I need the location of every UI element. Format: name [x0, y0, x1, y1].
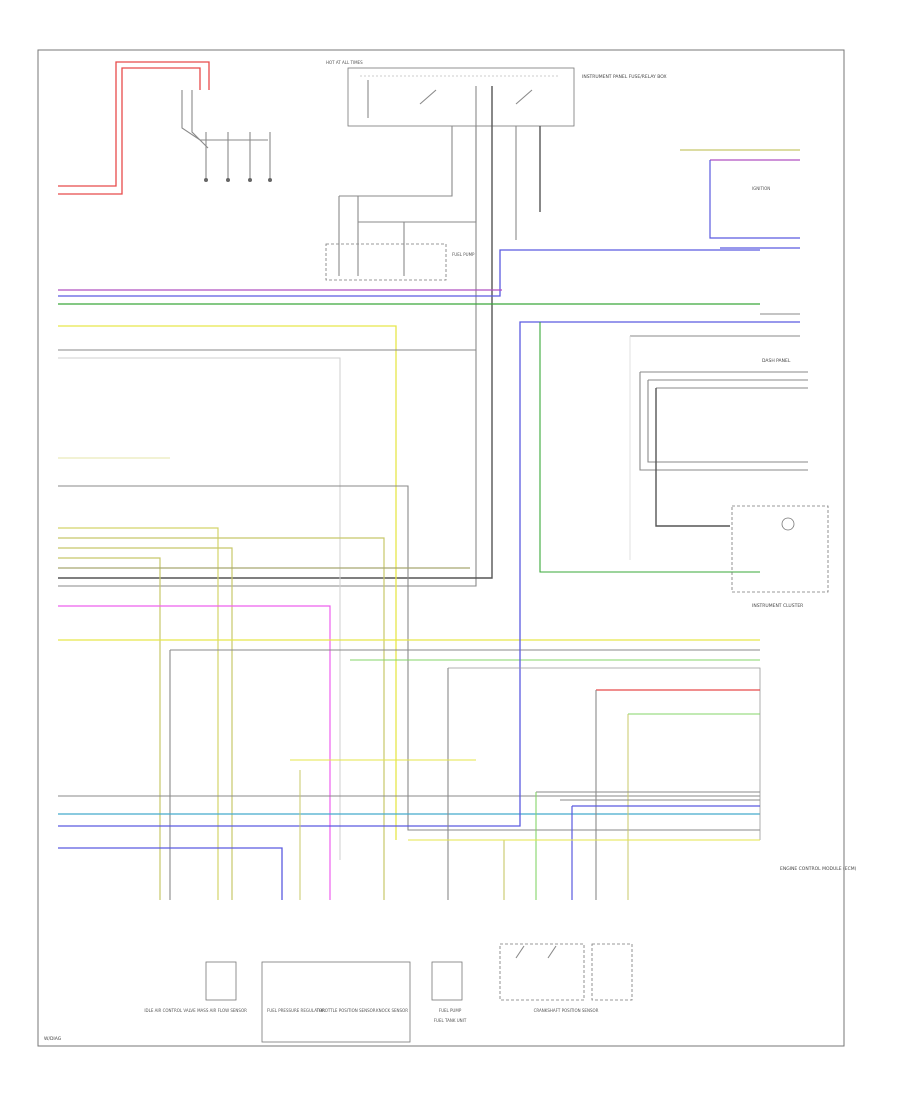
junction-block-label: INSTRUMENT PANEL FUSE/RELAY BOX [582, 74, 667, 80]
fuel-pump-relay: FUEL PUMP [325, 126, 477, 281]
component-label-6: FUEL PUMP [439, 1008, 462, 1013]
component-label-3: FUEL PRESSURE REGULATOR [267, 1008, 325, 1013]
hot-at-all-times-label: HOT AT ALL TIMES [326, 60, 363, 65]
ecm-label: ENGINE CONTROL MODULE (ECM) [780, 866, 857, 872]
component-label-5: KNOCK SENSOR [376, 1008, 408, 1013]
bottom-components: IDLE AIR CONTROL VALVE MASS AIR FLOW SEN… [144, 943, 633, 1043]
junction-block: INSTRUMENT PANEL FUSE/RELAY BOX HOT AT A… [326, 60, 667, 127]
component-label-2: MASS AIR FLOW SENSOR [197, 1008, 247, 1013]
component-label-7: CRANKSHAFT POSITION SENSOR [534, 1008, 599, 1013]
component-label-1: IDLE AIR CONTROL VALVE [144, 1008, 196, 1013]
dash-panel-label: DASH PANEL [762, 358, 791, 364]
diagram-border [37, 49, 845, 1047]
wire-dark-1 [58, 86, 493, 579]
power-feed-wires [58, 61, 272, 195]
wire-gray-1 [58, 86, 477, 587]
page-footer: W/DIAG [44, 1036, 62, 1042]
component-label-4: THROTTLE POSITION SENSOR [315, 1008, 375, 1013]
engine-control-module: ENGINE CONTROL MODULE (ECM) [290, 667, 857, 900]
right-connectors: IGNITION DASH PANEL INSTRUMENT CLUSTER [539, 149, 829, 609]
fuel-tank-unit-label: FUEL TANK UNIT [434, 1018, 467, 1023]
relay-label: FUEL PUMP [452, 252, 475, 257]
ignition-label: IGNITION [752, 186, 770, 191]
left-bus-wires [58, 249, 760, 900]
instrument-cluster-label: INSTRUMENT CLUSTER [752, 603, 803, 609]
